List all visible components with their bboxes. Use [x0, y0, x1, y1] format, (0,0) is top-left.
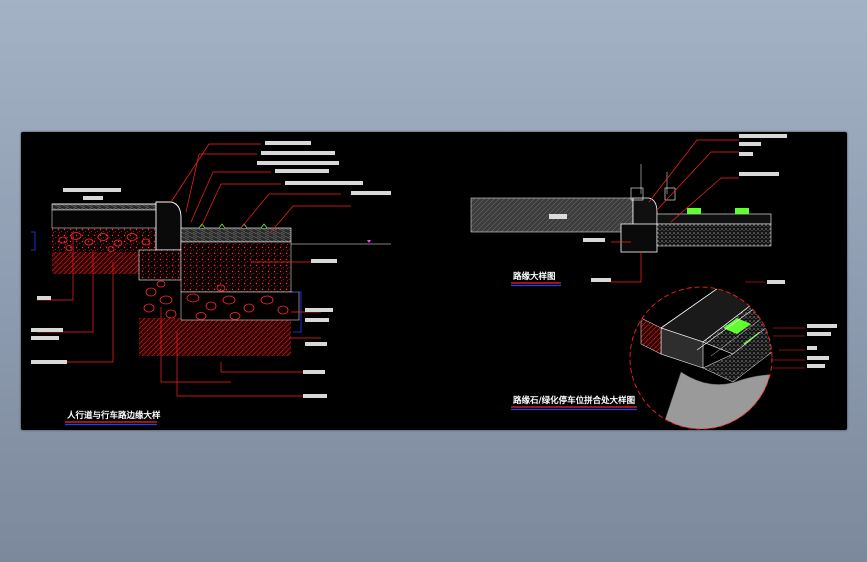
road-section-label: [549, 214, 567, 219]
leader-lines-detail: [745, 281, 805, 369]
curb-stone: [155, 201, 182, 251]
bottom-soil-layer: [139, 318, 291, 356]
left-drawing-title: 人行道与行车路边缘大样: [67, 410, 161, 421]
elevation-marker: [367, 240, 371, 243]
curb-footing: [620, 223, 658, 253]
annotations-left: [31, 141, 391, 398]
road-surface: [180, 227, 292, 243]
sidewalk-base: [52, 228, 156, 252]
parking-base: [656, 223, 772, 247]
left-soil-layer: [52, 250, 156, 274]
grass-strip: [198, 223, 268, 229]
left-section-drawing: 人行道与行车路边缘大样: [31, 141, 391, 426]
right-top-drawing-title: 路缘大样图: [513, 271, 556, 282]
leader-lines-left: [37, 143, 351, 397]
grass-block-1: [687, 208, 701, 214]
sidewalk-bedding: [51, 209, 159, 229]
iso-base-layer: [702, 291, 772, 383]
iso-grass-block-1: [723, 318, 751, 334]
detail-circle-drawing: 路缘石/绿化停车位拼合处大样图: [511, 280, 837, 430]
rubble-stones-road: [143, 280, 289, 320]
annotations-right-top: [583, 134, 787, 282]
road-base: [180, 241, 292, 293]
sidewalk-paving: [51, 203, 159, 211]
grass-block-2: [735, 208, 749, 214]
rubble-stones-left: [58, 232, 151, 252]
right-top-section-drawing: 路缘大样图: [470, 134, 787, 287]
detail-circle-outline: [629, 286, 773, 430]
leader-lines-right-top: [611, 139, 739, 283]
curb-foundation: [138, 249, 182, 281]
cad-drawing-canvas: 人行道与行车路边缘大样 路缘大样图: [31, 134, 837, 430]
iso-ground: [660, 371, 772, 429]
annotations-detail: [767, 280, 837, 368]
right-bottom-drawing-title: 路缘石/绿化停车位拼合处大样图: [513, 395, 635, 406]
cad-drawing-sheet: 人行道与行车路边缘大样 路缘大样图: [21, 132, 847, 430]
